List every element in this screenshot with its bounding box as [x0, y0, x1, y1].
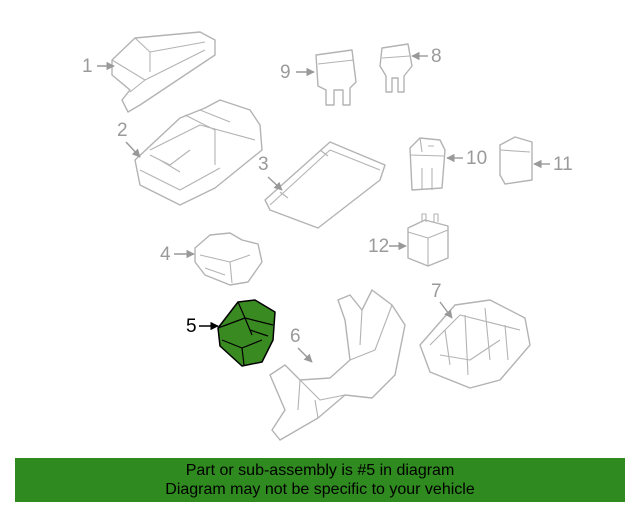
- banner-line-2: Diagram may not be specific to your vehi…: [165, 481, 475, 498]
- leader-2: [125, 141, 141, 158]
- part-8-fuse[interactable]: [379, 43, 413, 93]
- part-1-cover[interactable]: [111, 31, 216, 113]
- part-9-fuse[interactable]: [315, 49, 357, 106]
- callout-6: 6: [290, 326, 301, 347]
- part-12-relay[interactable]: [407, 213, 449, 267]
- callout-2: 2: [117, 120, 128, 141]
- part-3-lid[interactable]: [264, 141, 386, 229]
- leader-7: [439, 301, 453, 319]
- leader-6: [297, 347, 313, 363]
- callout-3: 3: [258, 154, 269, 175]
- info-banner: Part or sub-assembly is #5 in diagram Di…: [15, 458, 625, 502]
- banner-line-1: Part or sub-assembly is #5 in diagram: [185, 462, 455, 479]
- part-7-junction-block[interactable]: [419, 299, 531, 389]
- part-4-bracket[interactable]: [194, 232, 263, 286]
- parts-diagram: 1 2 3 4 5 6 7 8: [82, 31, 573, 441]
- part-2-fuse-box[interactable]: [134, 99, 263, 206]
- callout-10: 10: [466, 148, 487, 169]
- callout-12: 12: [368, 236, 389, 257]
- part-6-tray[interactable]: [269, 289, 406, 441]
- callout-4: 4: [160, 244, 171, 265]
- callout-5: 5: [186, 316, 197, 337]
- part-11-fuse[interactable]: [499, 136, 533, 185]
- callout-8: 8: [431, 46, 442, 67]
- part-5-highlighted[interactable]: [217, 299, 276, 367]
- callout-7: 7: [431, 281, 442, 302]
- part-10-fuse[interactable]: [409, 137, 446, 191]
- leader-3: [267, 176, 283, 191]
- callout-11: 11: [553, 154, 573, 175]
- callout-1: 1: [82, 56, 93, 77]
- callout-9: 9: [280, 62, 291, 83]
